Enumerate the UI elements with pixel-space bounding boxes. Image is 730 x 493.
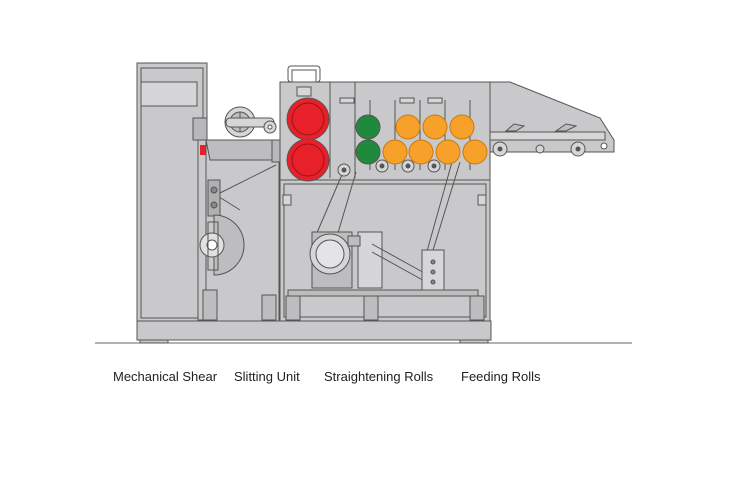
red-rolls [286,97,330,182]
green-rolls [355,114,381,165]
label-slitting-unit: Slitting Unit [234,369,300,384]
idler-rolls [337,159,441,177]
label-mechanical-shear: Mechanical Shear [113,369,218,384]
base-foot-left [139,339,169,344]
label-straightening-rolls: Straightening Rolls [324,369,434,384]
mechanical-shear [136,62,208,322]
label-feeding-rolls: Feeding Rolls [461,369,541,384]
entry-table [483,81,615,157]
machine-base [136,320,492,341]
base-foot-right [459,339,489,344]
orange-rolls [382,114,488,165]
slitting-unit [199,106,281,322]
